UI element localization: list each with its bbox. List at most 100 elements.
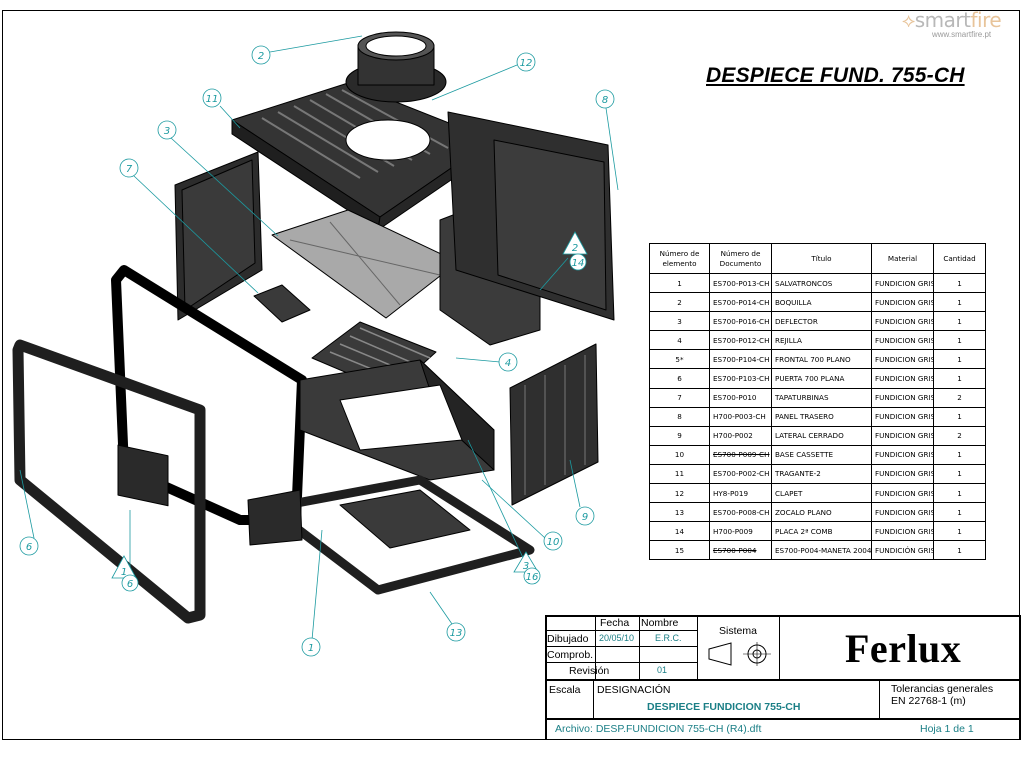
cell-material: FUNDICION GRIS xyxy=(871,311,934,332)
svg-text:14: 14 xyxy=(572,258,585,269)
part-salvatroncos xyxy=(339,489,471,549)
svg-text:8: 8 xyxy=(602,95,608,106)
svg-text:10: 10 xyxy=(547,537,560,548)
cell-material: FUNDICION GRIS xyxy=(871,502,934,523)
cell-titulo: REJILLA xyxy=(771,330,872,351)
svg-text:6: 6 xyxy=(127,579,133,590)
cell-cantidad: 1 xyxy=(933,444,986,465)
part-zocalo xyxy=(265,475,535,595)
cell-documento: H700-P009 xyxy=(709,521,772,542)
svg-text:7: 7 xyxy=(126,164,133,175)
cell-cantidad: 1 xyxy=(933,311,986,332)
cell-titulo: BOQUILLA xyxy=(771,292,872,313)
cell-numero: 9 xyxy=(649,425,710,446)
tolerancias-value: EN 22768-1 (m) xyxy=(891,695,966,707)
callout-1: 1 xyxy=(301,637,321,657)
cell-documento: ES700-P104-CH xyxy=(709,349,772,370)
svg-text:9: 9 xyxy=(582,512,588,523)
cell-documento: ES700-P013-CH xyxy=(709,272,772,294)
callout-3: 3 xyxy=(157,120,177,140)
cell-material: FUNDICION GRIS xyxy=(871,444,934,465)
hoja-label: Hoja 1 de 1 xyxy=(920,723,974,735)
cell-cantidad: 1 xyxy=(933,330,986,351)
cell-documento: ES700-P012-CH xyxy=(709,330,772,351)
callout-2: 2 xyxy=(251,45,271,65)
cell-material: FUNDICION GRIS xyxy=(871,292,934,313)
cell-material: FUNDICION GRIS xyxy=(871,349,934,370)
cell-material: FUNDICIÓN GRIS xyxy=(871,540,934,561)
callout-4: 4 xyxy=(498,352,518,372)
smartfire-url: www.smartfire.pt xyxy=(932,30,992,39)
callout-8: 8 xyxy=(595,89,615,109)
svg-text:1: 1 xyxy=(308,643,314,654)
callout-9: 9 xyxy=(575,506,595,526)
cell-cantidad: 2 xyxy=(933,425,986,446)
cell-material: FUNDICION GRIS xyxy=(871,483,934,504)
cell-documento: ES700-P016-CH xyxy=(709,311,772,332)
cell-titulo: TAPATURBINAS xyxy=(771,387,872,408)
cell-documento: HY8-P019 xyxy=(709,483,772,504)
tolerancias-label: Tolerancias generales xyxy=(891,683,994,695)
cell-material: FUNDICION GRIS xyxy=(871,272,934,294)
cell-numero: 11 xyxy=(649,463,710,485)
cell-cantidad: 2 xyxy=(933,387,986,408)
cell-titulo: PANEL TRASERO xyxy=(771,406,872,427)
svg-text:11: 11 xyxy=(206,94,219,105)
cell-cantidad: 1 xyxy=(933,502,986,523)
cell-documento: ES700-P010 xyxy=(709,387,772,408)
cell-numero: 6 xyxy=(649,368,710,389)
cell-numero: 4 xyxy=(649,330,710,351)
callout-10: 10 xyxy=(543,531,563,551)
svg-text:3: 3 xyxy=(164,126,170,137)
cell-titulo: SALVATRONCOS xyxy=(771,272,872,294)
callout-6: 6 xyxy=(19,536,39,556)
cell-numero: 14 xyxy=(649,521,710,542)
cell-documento: ES700-P002-CH xyxy=(709,463,772,485)
cell-numero: 7 xyxy=(649,387,710,408)
cell-numero: 13 xyxy=(649,502,710,523)
cell-cantidad: 1 xyxy=(933,406,986,427)
cell-documento: ES700-P004 xyxy=(709,540,772,561)
projection-system-icon xyxy=(708,642,771,666)
svg-text:16: 16 xyxy=(526,572,539,583)
cell-numero: 3 xyxy=(649,311,710,332)
cell-cantidad: 1 xyxy=(933,463,986,485)
cell-material: FUNDICION GRIS xyxy=(871,330,934,351)
callout-6b: 6 xyxy=(121,574,139,592)
cell-titulo: TRAGANTE-2 xyxy=(771,463,872,485)
cell-cantidad: 1 xyxy=(933,349,986,370)
cell-cantidad: 1 xyxy=(933,483,986,504)
cell-documento: ES700-P009-CH xyxy=(709,444,772,465)
header-material: Material xyxy=(871,243,934,274)
cell-titulo: ES700-P004-MANETA 2004 xyxy=(771,540,872,561)
cell-titulo: PLACA 2ª COMB xyxy=(771,521,872,542)
cell-numero: 10 xyxy=(649,444,710,465)
dibujado-nombre: E.R.C. xyxy=(655,633,682,643)
parts-list-table: Número de elemento Número de Documento T… xyxy=(649,243,986,561)
cell-numero: 2 xyxy=(649,292,710,313)
sistema-label: Sistema xyxy=(719,625,757,637)
header-numero-elemento: Número de elemento xyxy=(649,243,710,274)
designacion-label: DESIGNACIÓN xyxy=(597,684,671,696)
callout-16: 16 xyxy=(523,567,541,585)
cell-documento: ES700-P103-CH xyxy=(709,368,772,389)
cell-material: FUNDICION GRIS xyxy=(871,368,934,389)
cell-titulo: ZOCALO PLANO xyxy=(771,502,872,523)
revision-value: 01 xyxy=(657,665,668,675)
comprob-label: Comprob. xyxy=(547,649,594,661)
header-cantidad: Cantidad xyxy=(933,243,986,274)
cell-titulo: LATERAL CERRADO xyxy=(771,425,872,446)
callout-12: 12 xyxy=(516,52,536,72)
drawing-sheet-border xyxy=(2,10,1020,740)
cell-material: FUNDICION GRIS xyxy=(871,521,934,542)
cell-documento: ES700-P014-CH xyxy=(709,292,772,313)
